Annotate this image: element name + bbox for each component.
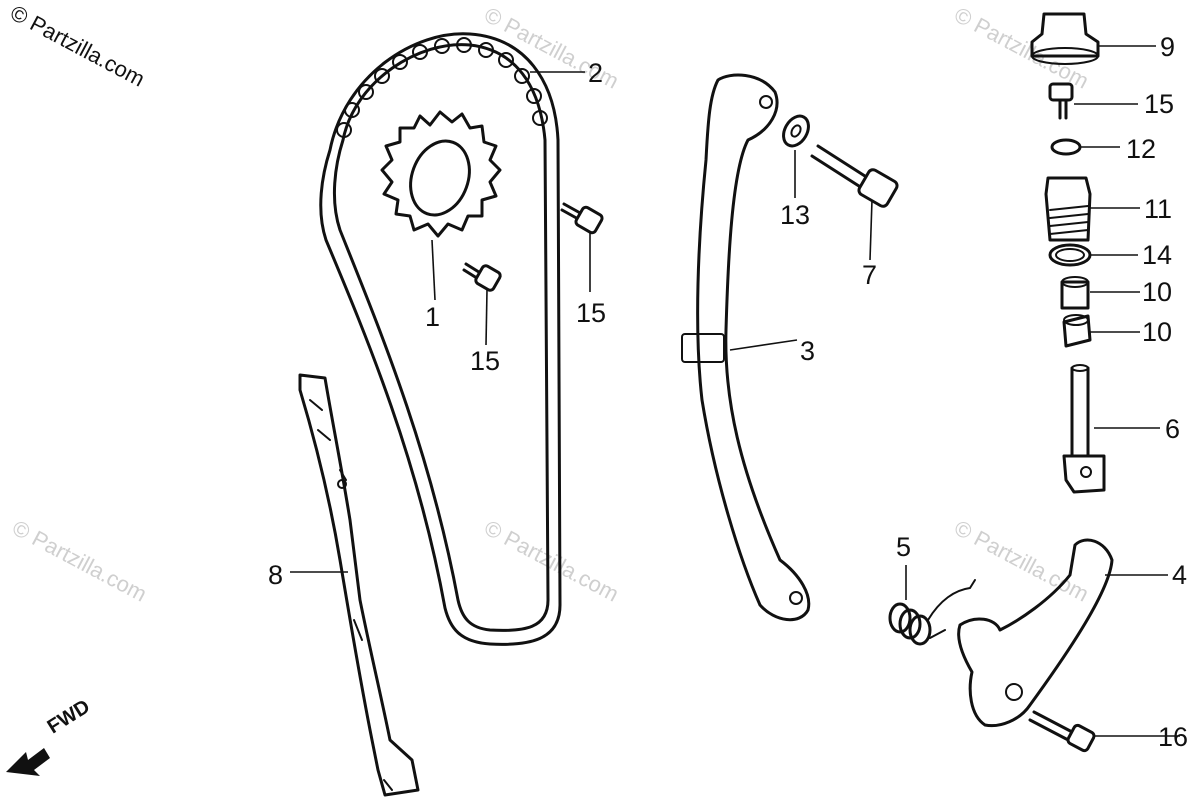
fwd-arrow-icon <box>6 748 50 776</box>
callout-10: 10 <box>1142 277 1173 307</box>
callout-2: 2 <box>588 58 604 88</box>
callout-16: 16 <box>1158 722 1189 752</box>
callout-15: 15 <box>576 298 607 328</box>
callout-7: 7 <box>862 260 878 290</box>
callout-15: 15 <box>470 346 501 376</box>
tensioner-spring <box>888 579 976 646</box>
callout-14: 14 <box>1142 240 1173 270</box>
callout-11: 11 <box>1144 194 1173 224</box>
tensioner-cap <box>1030 12 1100 65</box>
tensioner-body <box>1044 176 1092 242</box>
cam-chain <box>319 32 562 646</box>
callout-8: 8 <box>268 560 284 590</box>
pivot-bolt <box>810 144 899 208</box>
callout-5: 5 <box>896 532 912 562</box>
callout-13: 13 <box>780 200 811 230</box>
callout-12: 12 <box>1126 134 1157 164</box>
push-rod <box>1062 364 1106 494</box>
bolt <box>1028 710 1096 753</box>
bolt <box>1048 82 1074 120</box>
bolt <box>462 262 502 292</box>
callout-9: 9 <box>1160 32 1176 62</box>
callout-1: 1 <box>425 302 441 332</box>
callout-15: 15 <box>1144 89 1175 119</box>
cam-sprocket <box>380 110 502 238</box>
leader-lines <box>290 45 1180 737</box>
callout-10: 10 <box>1142 317 1173 347</box>
chain-guide <box>298 373 420 797</box>
small-washer <box>1050 138 1082 156</box>
tensioner-lever <box>957 538 1114 728</box>
callout-3: 3 <box>800 336 816 366</box>
bolt <box>560 202 604 235</box>
tensioner-arm <box>681 73 811 622</box>
bushing <box>1060 276 1090 310</box>
callout-6: 6 <box>1165 414 1181 444</box>
bushing <box>1062 314 1092 348</box>
washer <box>782 114 810 148</box>
callout-4: 4 <box>1172 560 1188 590</box>
o-ring <box>1048 243 1092 267</box>
